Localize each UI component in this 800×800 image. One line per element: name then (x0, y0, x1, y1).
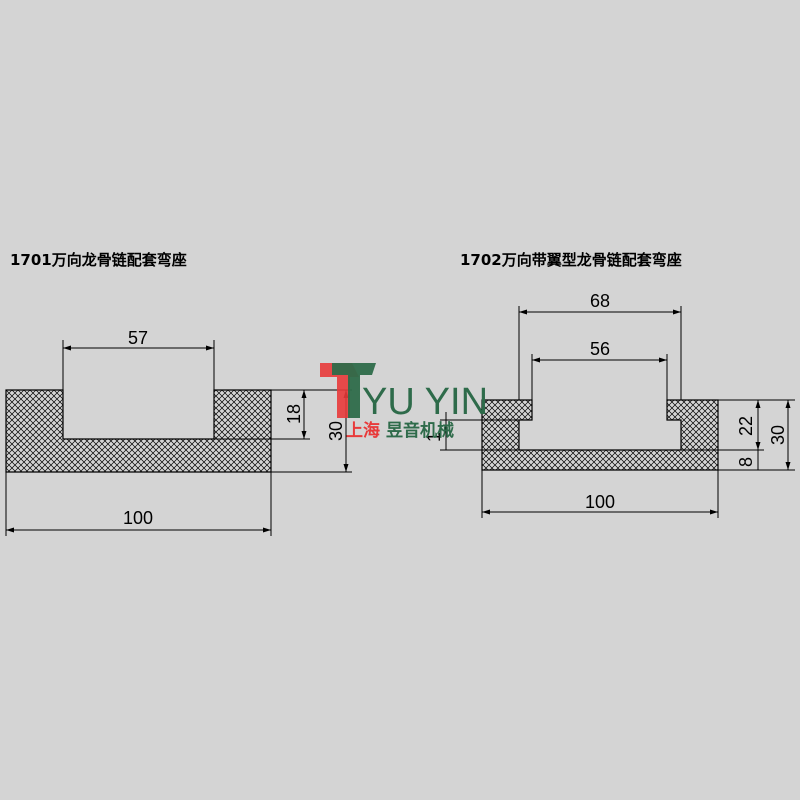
dim-label-57: 57 (128, 328, 148, 348)
dim-label-56: 56 (590, 339, 610, 359)
profile-1702: 68 56 100 (424, 291, 795, 518)
dim-label-30-right: 30 (768, 425, 788, 445)
dim-1701-width: 100 (5, 472, 272, 536)
logo-mark-green (332, 363, 376, 418)
dim-1702-base: 8 (736, 450, 759, 470)
dim-label-8: 8 (736, 457, 756, 467)
profile-1702-section (481, 399, 719, 471)
dim-1702-outer-top: 68 (518, 291, 682, 400)
logo-city-text: 上海 (346, 420, 380, 441)
profile-1701: 57 100 18 (5, 328, 352, 536)
profile-1701-section (5, 389, 272, 473)
dim-1702-width: 100 (481, 470, 719, 518)
dim-1702-inner-top: 56 (531, 339, 668, 400)
dim-label-1: 1 (424, 432, 444, 442)
dim-label-22: 22 (736, 416, 756, 436)
dim-1702-inner-height: 22 (681, 399, 764, 471)
dim-label-68: 68 (590, 291, 610, 311)
drawing-title-1702: 1702万向带翼型龙骨链配套弯座 (460, 251, 682, 269)
dim-1701-top-width: 57 (62, 328, 215, 390)
dim-1702-lip: 1 (424, 412, 519, 451)
yuyin-logo: YU YIN 上海 昱音机械 (320, 363, 488, 441)
dim-label-30-left: 30 (326, 421, 346, 441)
dim-1701-inner-depth: 18 (214, 389, 310, 440)
dim-1702-height: 30 (764, 399, 795, 471)
dim-label-100-right: 100 (585, 492, 615, 512)
logo-brand-text: YU YIN (362, 381, 488, 423)
dim-label-100-left: 100 (123, 508, 153, 528)
logo-company-text: 昱音机械 (386, 420, 454, 441)
drawing-title-1701: 1701万向龙骨链配套弯座 (10, 251, 187, 269)
dim-label-18: 18 (284, 404, 304, 424)
